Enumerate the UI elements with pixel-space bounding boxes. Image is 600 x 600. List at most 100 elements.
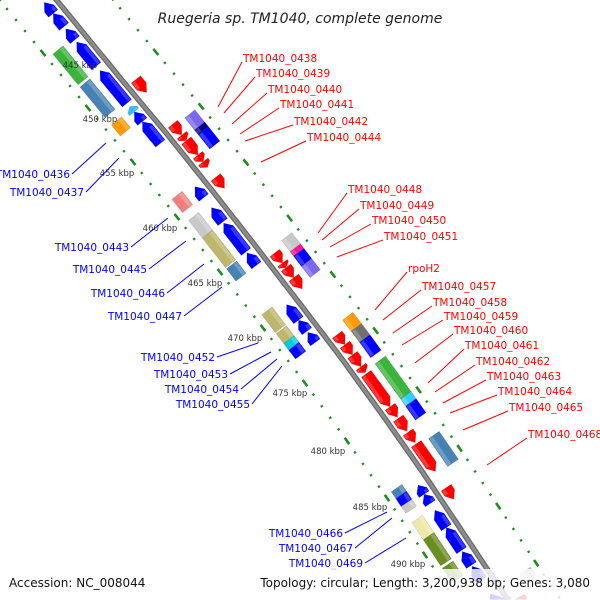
forward-gene-label[interactable]: TM1040_0438	[242, 53, 317, 65]
reverse-gene-arrow[interactable]	[211, 207, 228, 227]
forward-gene-label[interactable]: TM1040_0458	[432, 297, 507, 309]
forward-gene-label[interactable]: TM1040_0462	[475, 356, 550, 368]
forward-gene-label[interactable]: TM1040_0444	[306, 132, 381, 144]
forward-gene-label[interactable]: TM1040_0457	[421, 281, 496, 293]
forward-gene-label[interactable]: TM1040_0439	[255, 68, 330, 80]
forward-gene-arrow[interactable]	[198, 157, 211, 169]
reverse-gene-arrow[interactable]	[76, 41, 102, 71]
reverse-gene-label[interactable]: TM1040_0452	[140, 352, 215, 364]
reverse-gene-label[interactable]: TM1040_0467	[278, 543, 353, 555]
reverse-gene-label[interactable]: TM1040_0454	[164, 384, 239, 396]
label-leader-line	[442, 379, 487, 404]
forward-gene-label[interactable]: TM1040_0459	[443, 311, 518, 323]
reverse-gene-label[interactable]: TM1040_0445	[72, 264, 147, 276]
cog-category-box[interactable]	[201, 229, 237, 269]
reverse-gene-label[interactable]: TM1040_0443	[54, 242, 129, 254]
reverse-gene-arrow[interactable]	[194, 186, 209, 202]
forward-gene-label[interactable]: TM1040_0461	[464, 340, 539, 352]
forward-gene-arrow[interactable]	[402, 428, 417, 443]
cog-category-box[interactable]	[359, 334, 382, 359]
cog-category-box[interactable]	[293, 247, 313, 267]
cog-category-box[interactable]	[225, 260, 247, 282]
forward-gene-arrow[interactable]	[269, 248, 283, 264]
cog-category-box[interactable]	[110, 116, 131, 137]
cog-category-box[interactable]	[300, 258, 321, 279]
forward-gene-label[interactable]: TM1040_0468	[527, 429, 600, 441]
forward-gene-label[interactable]: TM1040_0460	[453, 325, 528, 337]
reverse-gene-arrow[interactable]	[99, 70, 133, 108]
reverse-gene-arrow[interactable]	[246, 252, 262, 270]
reverse-gene-arrow[interactable]	[422, 493, 436, 508]
cog-category-box[interactable]	[171, 190, 194, 214]
forward-gene-label[interactable]: TM1040_0448	[347, 184, 422, 196]
reverse-gene-label[interactable]: TM1040_0455	[175, 399, 250, 411]
forward-gene-arrow[interactable]	[384, 402, 399, 418]
forward-gene-arrow[interactable]	[360, 369, 391, 408]
cog-category-box[interactable]	[400, 498, 417, 514]
reverse-gene-label[interactable]: TM1040_0436	[0, 169, 70, 181]
label-leader-line	[240, 358, 278, 390]
reverse-gene-arrow[interactable]	[445, 527, 468, 555]
reverse-gene-arrow[interactable]	[223, 222, 252, 256]
forward-gene-arrow[interactable]	[277, 258, 289, 269]
cog-category-box[interactable]	[197, 125, 221, 150]
reverse-gene-label[interactable]: TM1040_0447	[107, 311, 182, 323]
cog-category-box[interactable]	[422, 532, 452, 567]
reverse-gene-arrow[interactable]	[141, 121, 166, 148]
forward-gene-arrow[interactable]	[440, 483, 455, 500]
reverse-gene-label[interactable]: TM1040_0446	[90, 288, 165, 300]
forward-gene-arrow[interactable]	[176, 130, 189, 142]
reverse-gene-label[interactable]: TM1040_0437	[9, 187, 84, 199]
reverse-gene-arrow[interactable]	[133, 111, 148, 126]
reverse-gene-arrow[interactable]	[52, 13, 70, 31]
forward-gene-label[interactable]: TM1040_0464	[497, 386, 572, 398]
cog-category-box[interactable]	[405, 398, 427, 421]
reverse-gene-arrow[interactable]	[286, 304, 304, 325]
reverse-gene-arrow[interactable]	[298, 319, 313, 336]
cog-category-box[interactable]	[261, 306, 287, 334]
forward-gene-label[interactable]: TM1040_0441	[279, 99, 354, 111]
forward-gene-arrow[interactable]	[288, 273, 303, 290]
cog-category-box[interactable]	[428, 430, 459, 467]
minor-tick-mark	[311, 392, 316, 397]
forward-gene-arrow[interactable]	[192, 150, 206, 163]
reverse-gene-arrow[interactable]	[416, 484, 430, 499]
forward-gene-arrow[interactable]	[392, 414, 409, 432]
forward-gene-arrow[interactable]	[339, 340, 354, 356]
forward-gene-label[interactable]: TM1040_0463	[486, 371, 561, 383]
reverse-gene-arrow[interactable]	[433, 509, 452, 532]
forward-gene-label[interactable]: TM1040_0449	[359, 200, 434, 212]
forward-gene-arrow[interactable]	[130, 75, 148, 93]
reverse-gene-arrow[interactable]	[307, 331, 321, 347]
cog-category-box[interactable]	[288, 341, 307, 360]
forward-gene-arrow[interactable]	[410, 439, 437, 472]
label-leader-line	[329, 223, 372, 248]
forward-gene-arrow[interactable]	[280, 263, 295, 279]
reverse-gene-label[interactable]: TM1040_0466	[268, 528, 343, 540]
reverse-gene-arrow[interactable]	[65, 28, 80, 45]
reverse-gene-arrow[interactable]	[43, 2, 59, 18]
forward-gene-arrow[interactable]	[331, 330, 346, 345]
reverse-gene-arrow[interactable]	[127, 105, 140, 117]
reverse-gene-label[interactable]: TM1040_0469	[288, 558, 363, 570]
forward-gene-label[interactable]: TM1040_0451	[383, 231, 458, 243]
forward-gene-arrow[interactable]	[167, 119, 183, 136]
minor-tick-mark	[166, 204, 170, 208]
forward-gene-label[interactable]: TM1040_0440	[267, 84, 342, 96]
forward-gene-arrow[interactable]	[181, 136, 199, 156]
cog-category-box[interactable]	[79, 78, 116, 119]
forward-gene-arrow[interactable]	[355, 362, 368, 373]
label-leader-line	[260, 140, 307, 163]
label-leader-line	[382, 289, 422, 321]
minor-tick-mark	[59, 73, 63, 77]
forward-gene-arrow[interactable]	[210, 173, 225, 189]
forward-gene-label[interactable]: TM1040_0450	[371, 215, 446, 227]
forward-gene-label[interactable]: TM1040_0442	[293, 116, 368, 128]
forward-gene-arrow[interactable]	[347, 350, 362, 368]
forward-gene-label[interactable]: TM1040_0465	[508, 402, 583, 414]
forward-gene-label[interactable]: rpoH2	[408, 263, 440, 275]
reverse-gene-label[interactable]: TM1040_0453	[153, 369, 228, 381]
cog-category-box[interactable]	[52, 45, 89, 86]
reverse-gene-arrow[interactable]	[461, 551, 477, 569]
minor-tick-mark	[50, 62, 54, 66]
